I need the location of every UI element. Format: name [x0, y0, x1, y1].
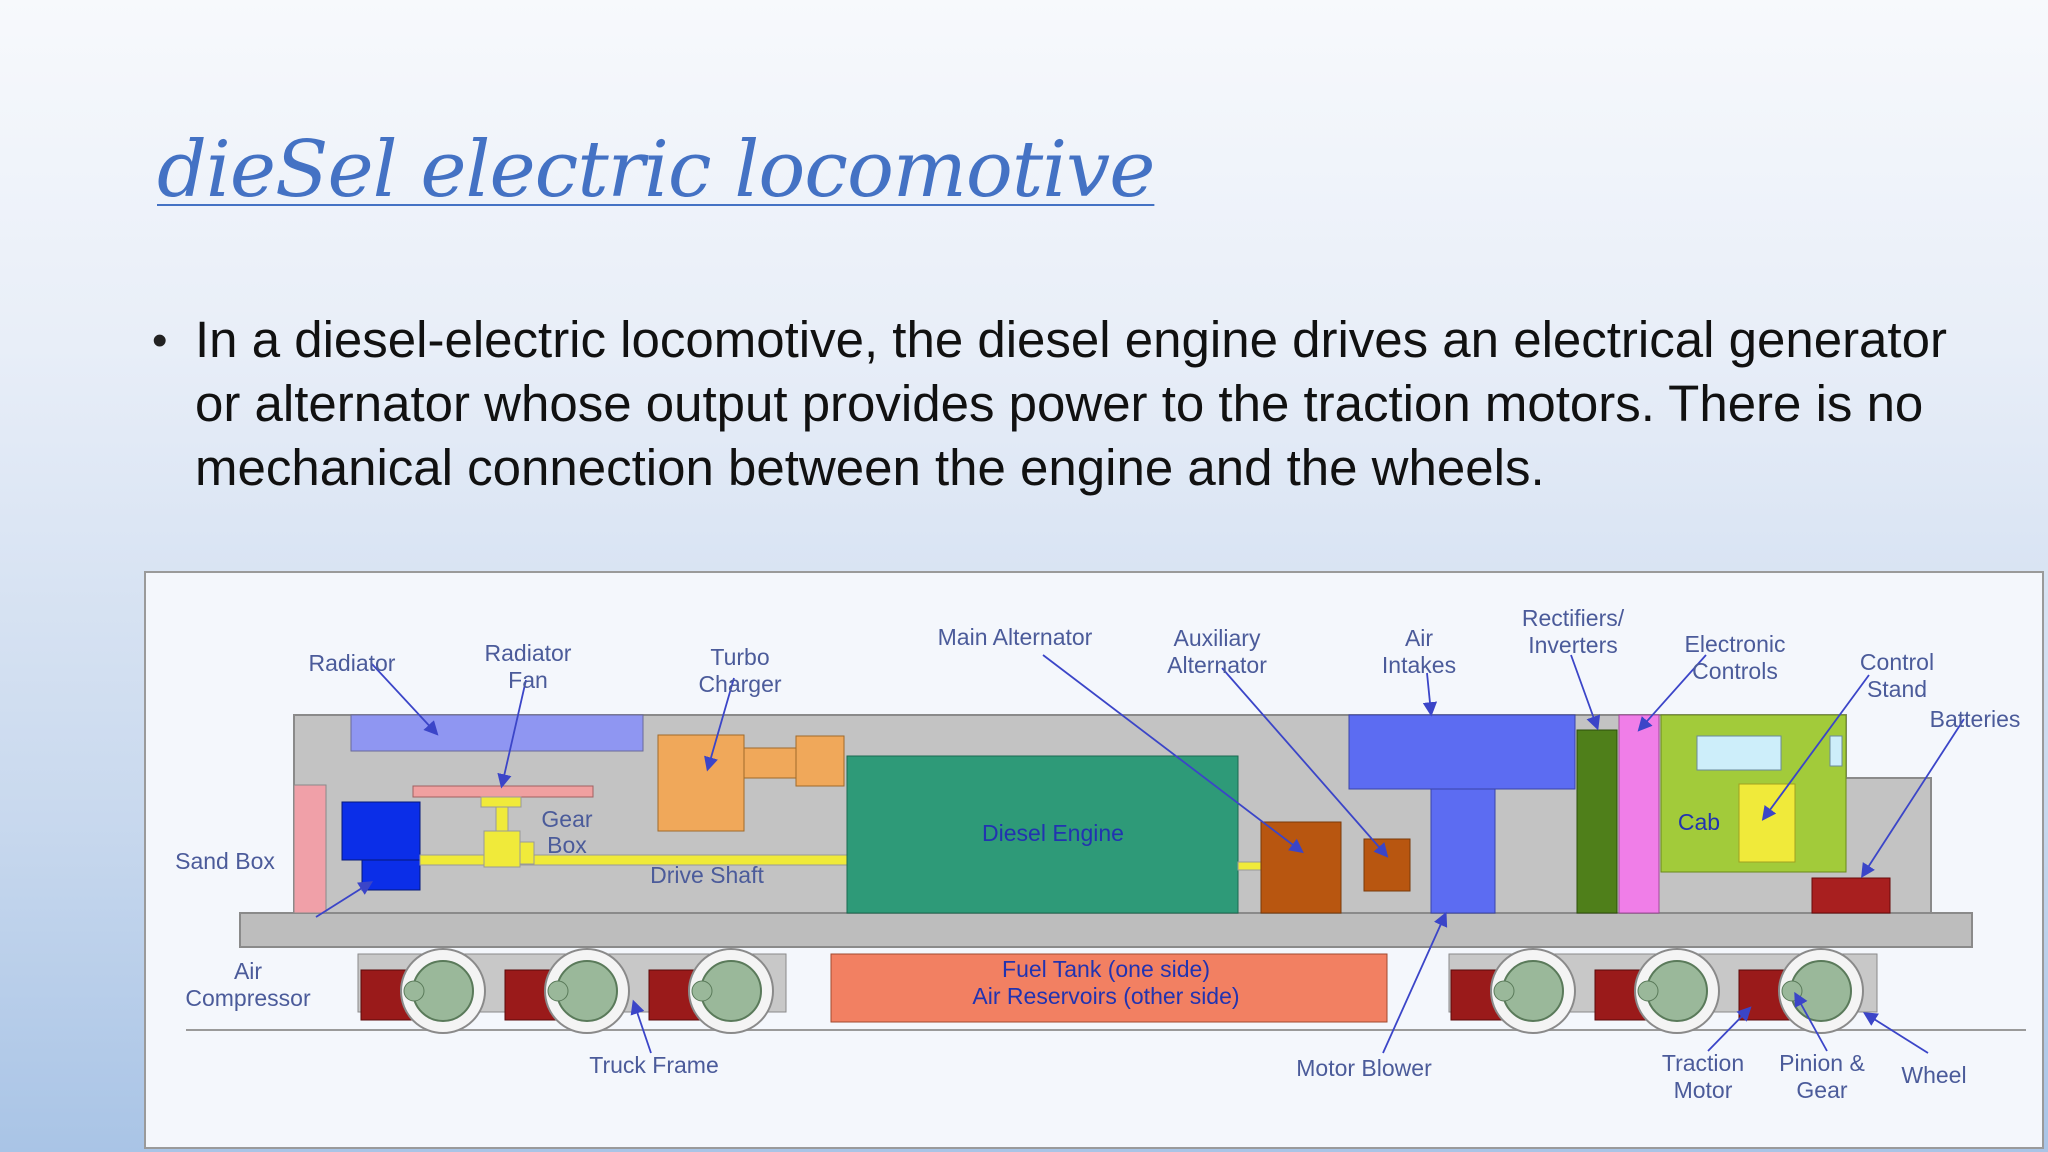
label-main-alternator: Main Alternator: [938, 624, 1093, 650]
label-fuel-tank-line1: Fuel Tank (one side): [1002, 956, 1210, 982]
label-air-compressor-line2: Compressor: [185, 985, 311, 1011]
slide-title: dieSel electric locomotive: [157, 125, 1155, 215]
wheelset-2: [504, 948, 630, 1034]
underframe: [239, 912, 1973, 948]
label-gear-box-line2: Box: [547, 832, 587, 858]
label-electronic-line1: Electronic: [1685, 631, 1786, 657]
label-aux-line1: Auxiliary: [1174, 625, 1261, 651]
label-air-compressor-line1: Air: [234, 958, 262, 984]
main-alternator: [1260, 821, 1342, 914]
label-traction-motor-line2: Motor: [1674, 1077, 1733, 1103]
label-air-intakes-line2: Intakes: [1382, 652, 1456, 678]
label-truck-frame: Truck Frame: [589, 1052, 719, 1078]
label-radiator-fan-line2: Fan: [508, 667, 548, 693]
motor-blower-duct: [1430, 788, 1496, 914]
wheelset-4: [1450, 948, 1576, 1034]
locomotive-svg: Radiator Radiator Fan Turbo Charger Main…: [175, 605, 2026, 1103]
cab-side-window: [1829, 735, 1843, 767]
label-gear-box-line1: Gear: [541, 806, 592, 832]
bullet-text: In a diesel-electric locomotive, the die…: [195, 311, 1947, 496]
label-radiator-fan-line1: Radiator: [485, 640, 572, 666]
label-electronic-line2: Controls: [1692, 658, 1778, 684]
label-cab: Cab: [1678, 809, 1720, 835]
label-radiator: Radiator: [309, 650, 396, 676]
label-sand-box: Sand Box: [175, 848, 275, 874]
cab-window: [1696, 735, 1782, 771]
bullet-list: • In a diesel-electric locomotive, the d…: [152, 308, 1972, 500]
sand-box: [293, 784, 327, 914]
label-control-stand-line2: Stand: [1867, 676, 1927, 702]
wheelset-5: [1594, 948, 1720, 1034]
label-aux-line2: Alternator: [1167, 652, 1267, 678]
label-rectifiers-line1: Rectifiers/: [1522, 605, 1625, 631]
label-rectifiers-line2: Inverters: [1528, 632, 1617, 658]
rectifiers-inverters: [1576, 729, 1618, 914]
label-pinion-line2: Gear: [1796, 1077, 1847, 1103]
air-intakes: [1348, 714, 1576, 790]
label-turbo-line2: Charger: [698, 671, 781, 697]
diesel-engine: [846, 755, 1239, 914]
gear-box-side: [519, 841, 535, 865]
wheelset-3: [648, 948, 774, 1034]
label-turbo-line1: Turbo: [710, 644, 769, 670]
batteries: [1811, 877, 1891, 914]
fan-shaft: [495, 806, 509, 832]
label-traction-motor-line1: Traction: [1662, 1050, 1744, 1076]
gear-box: [483, 830, 521, 868]
leader-lines: [315, 654, 1965, 1054]
radiator: [350, 714, 644, 752]
label-fuel-tank-line2: Air Reservoirs (other side): [972, 983, 1239, 1009]
air-compressor-lower: [361, 859, 421, 891]
electronic-controls: [1618, 714, 1660, 914]
auxiliary-alternator: [1363, 838, 1411, 892]
bullet-dot: •: [152, 316, 168, 365]
air-compressor-upper: [341, 801, 421, 861]
labels: Radiator Radiator Fan Turbo Charger Main…: [175, 605, 2020, 1103]
turbo-duct: [743, 747, 797, 779]
turbo-charger: [657, 734, 745, 832]
label-control-stand-line1: Control: [1860, 649, 1934, 675]
label-wheel: Wheel: [1901, 1062, 1966, 1088]
control-stand: [1738, 783, 1796, 863]
fuel-tank: [830, 953, 1388, 1023]
label-diesel-engine: Diesel Engine: [982, 820, 1124, 846]
label-motor-blower: Motor Blower: [1296, 1055, 1432, 1081]
label-batteries: Batteries: [1930, 706, 2021, 732]
locomotive-diagram: Radiator Radiator Fan Turbo Charger Main…: [144, 571, 2044, 1149]
wheelset-1: [360, 948, 486, 1034]
radiator-fan: [412, 785, 594, 798]
fan-shaft-top: [480, 796, 522, 808]
turbo-housing: [795, 735, 845, 787]
label-pinion-line1: Pinion &: [1779, 1050, 1865, 1076]
label-drive-shaft: Drive Shaft: [650, 862, 764, 888]
label-air-intakes-line1: Air: [1405, 625, 1433, 651]
